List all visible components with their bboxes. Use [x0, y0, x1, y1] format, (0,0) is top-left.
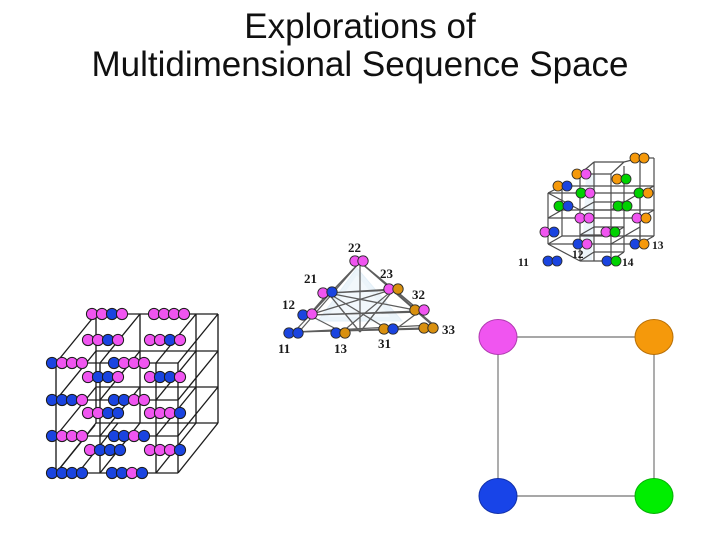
figure-tetrahedron-graph: 22 21 23 12 32 11 13 31 33: [272, 233, 462, 358]
figure-binary-hypercube: [38, 305, 228, 490]
node-label-21: 21: [304, 271, 317, 286]
node-label-12: 12: [572, 249, 584, 261]
node-top-right[interactable]: [634, 319, 674, 355]
square-graph-edges: [497, 336, 655, 497]
node-bottom-left[interactable]: [478, 478, 518, 514]
node-label-11: 11: [278, 341, 290, 356]
node-label-31: 31: [378, 336, 391, 351]
node-label-22: 22: [348, 240, 361, 255]
title-line-1: Explorations of: [244, 7, 476, 46]
node-label-11: 11: [518, 257, 529, 269]
node-label-13: 13: [334, 341, 348, 356]
tetrahedron-labels: 22 21 23 12 32 11 13 31 33: [278, 240, 456, 356]
node-label-14: 14: [622, 257, 634, 269]
node-label-23: 23: [380, 266, 394, 281]
binary-hypercube-edges: [55, 313, 219, 474]
lattice-4d-labels: 11 12 13 14: [518, 240, 664, 269]
tetrahedron-nodes: [283, 255, 439, 339]
title-line-2: Multidimensional Sequence Space: [91, 44, 629, 84]
node-top-left[interactable]: [478, 319, 518, 355]
page-title: Explorations of Multidimensional Sequenc…: [0, 8, 720, 84]
node-label-33: 33: [442, 322, 456, 337]
figure-lattice-4d: 11 12 13 14: [518, 148, 678, 283]
node-label-13: 13: [652, 240, 664, 252]
node-label-32: 32: [412, 287, 425, 302]
tetrahedron-graph-svg: 22 21 23 12 32 11 13 31 33: [278, 240, 456, 356]
binary-hypercube-nodes: [45, 307, 191, 480]
figure-square-graph: [466, 306, 686, 526]
binary-hypercube-svg: [45, 307, 219, 480]
node-label-12: 12: [282, 297, 295, 312]
square-graph-svg: [478, 319, 674, 514]
lattice-4d-svg: 11 12 13 14: [518, 152, 664, 269]
lattice-4d-nodes: [539, 152, 654, 267]
node-bottom-right[interactable]: [634, 478, 674, 514]
square-graph-nodes: [478, 319, 674, 514]
